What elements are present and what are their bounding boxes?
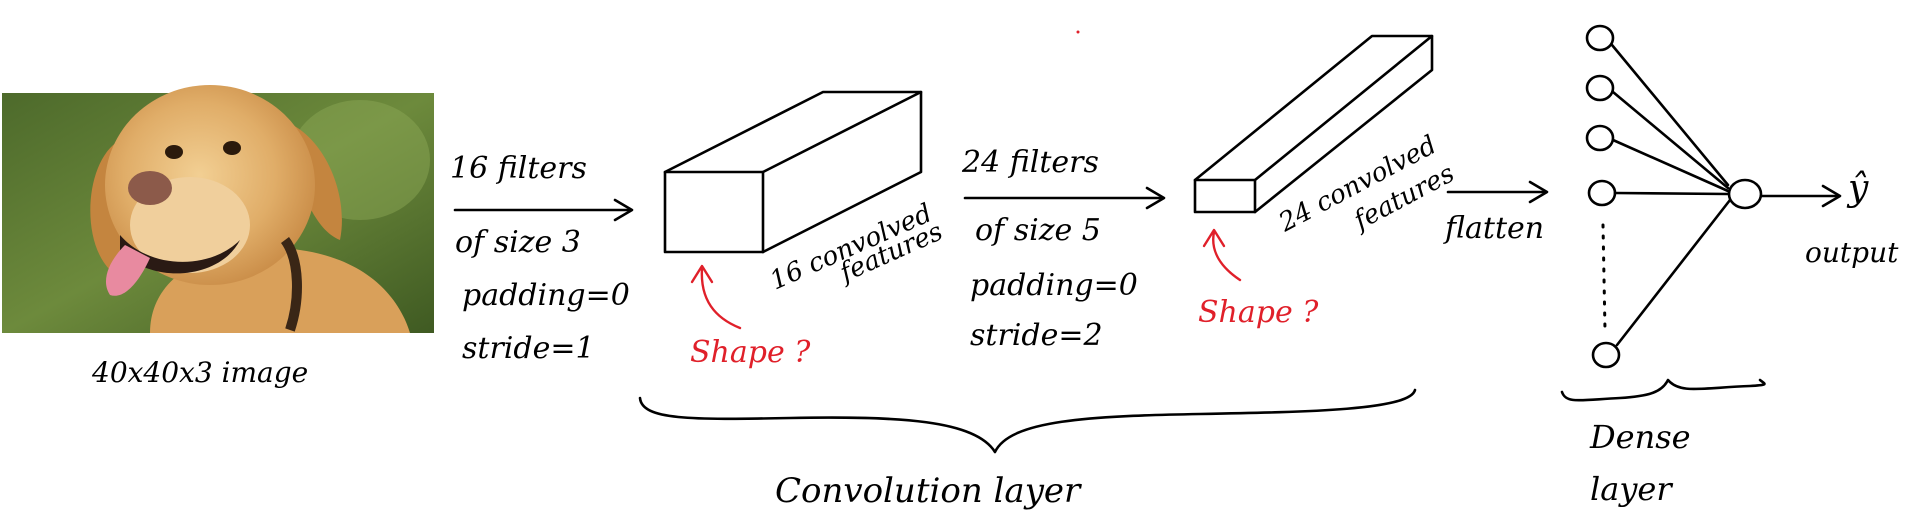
dense-label-2: layer [1590,470,1673,508]
conv1-filters-text: 16 filters [450,151,587,186]
dog-image [2,85,434,333]
dense-connections [1612,45,1730,345]
conv2-filters-text: 24 filters [961,145,1099,180]
convolution-layer-brace [640,390,1415,452]
conv2-padding-text: padding=0 [970,268,1138,303]
output-label: output [1805,236,1899,269]
flatten-label: flatten [1443,211,1544,246]
dense-neuron [1589,181,1615,205]
dense-layer-brace [1562,380,1764,400]
dense-neuron [1593,343,1619,367]
output-neuron [1729,180,1761,208]
conv2-shape-arrow [1213,232,1240,280]
convolution-layer-label: Convolution layer [775,471,1082,511]
dense-neuron [1587,26,1613,50]
conv1-shape-question: Shape ? [690,335,811,370]
red-dot [1077,31,1080,34]
image-label: 40x40x3 image [91,356,308,389]
dense-neuron [1587,126,1613,150]
conv2-size-text: of size 5 [975,213,1101,248]
dense-neurons [1587,26,1619,367]
dense-ellipsis-dots [1603,225,1605,330]
dense-label: Dense [1589,418,1691,456]
conv2-shape-question: Shape ? [1198,295,1319,330]
conv1-size-text: of size 3 [455,225,581,260]
dense-neuron [1587,76,1613,100]
conv2-stride-text: stride=2 [970,318,1103,353]
conv1-padding-text: padding=0 [462,278,630,313]
output-symbol: ŷ [1846,168,1869,209]
conv1-stride-text: stride=1 [462,331,595,366]
